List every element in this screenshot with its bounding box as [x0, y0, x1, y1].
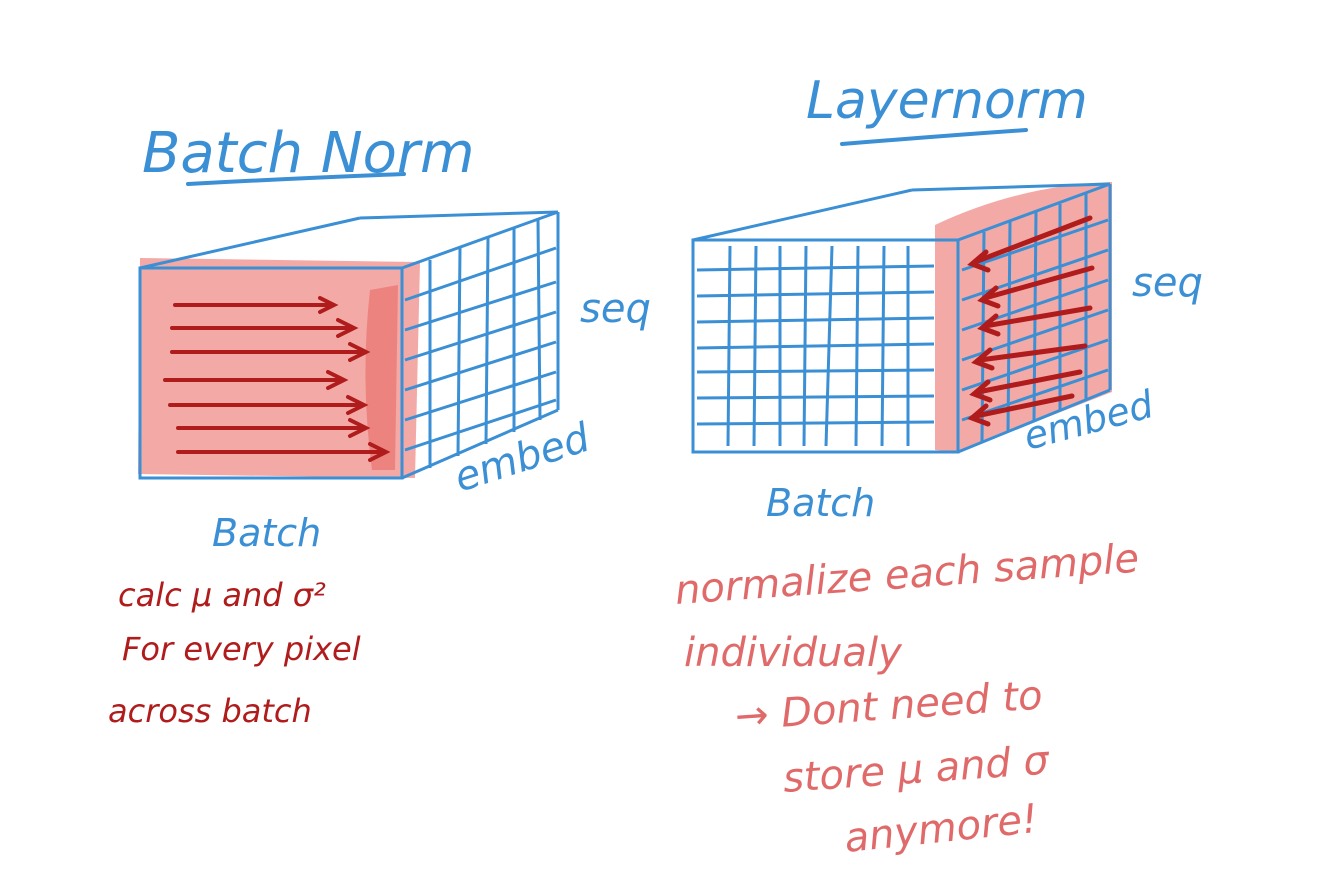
batch-norm-batch-label: Batch: [212, 511, 321, 555]
batch-norm-arrows: [163, 296, 391, 462]
layer-norm-batch-label: Batch: [766, 481, 875, 525]
batch-norm-seq-label: seq: [580, 286, 651, 332]
layer-norm-arrow-line-1: → Dont need to: [733, 673, 1044, 740]
batch-norm-side-grid: [404, 219, 557, 468]
layer-norm-note-line-1: normalize each sample: [673, 536, 1140, 614]
batch-norm-title: Batch Norm: [142, 121, 475, 186]
batch-norm-cube: [138, 210, 560, 480]
batch-norm-panel: Batch Norm: [108, 121, 651, 730]
batch-norm-highlight: [138, 258, 420, 478]
layer-norm-title-underline: [840, 128, 1028, 146]
batch-norm-note-line-1: calc μ and σ²: [118, 576, 326, 614]
layer-norm-cube: [691, 182, 1112, 454]
layer-norm-arrow-line-3: anymore!: [842, 796, 1040, 862]
batch-norm-note-line-2: For every pixel: [122, 630, 361, 668]
layer-norm-seq-label: seq: [1132, 260, 1203, 306]
batch-norm-highlight-edge: [365, 285, 398, 470]
batch-norm-note-line-3: across batch: [108, 692, 312, 730]
layer-norm-arrows: [967, 215, 1095, 427]
layer-norm-note-line-2: individualy: [684, 630, 903, 676]
layer-norm-front-grid: [696, 245, 935, 447]
layer-norm-title: Layernorm: [806, 71, 1088, 131]
layer-norm-arrow-line-2: store μ and σ: [781, 737, 1051, 802]
layer-norm-panel: Layernorm: [673, 71, 1202, 862]
batch-norm-title-underline: [186, 172, 406, 186]
